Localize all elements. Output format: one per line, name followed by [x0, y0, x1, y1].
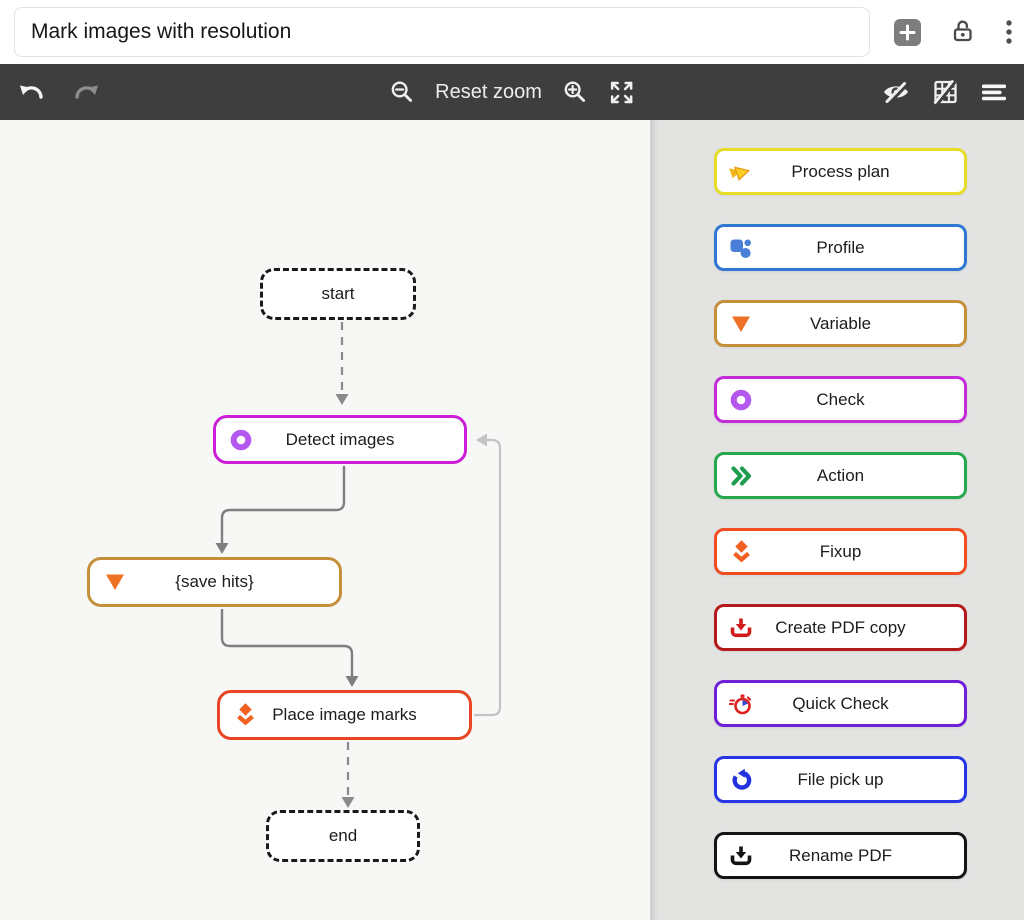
- palette-item-label: Fixup: [819, 541, 862, 561]
- check-icon: [730, 389, 752, 410]
- stopwatch-icon: [729, 694, 752, 714]
- palette-item-label: Quick Check: [792, 693, 889, 713]
- palette-item-quick-check[interactable]: Quick Check: [714, 680, 967, 727]
- add-button[interactable]: [894, 18, 921, 46]
- node-label: end: [328, 826, 358, 845]
- hide-grid-icon[interactable]: [931, 78, 960, 106]
- fit-view-icon[interactable]: [608, 79, 635, 106]
- zoom-controls: Reset zoom: [389, 64, 635, 120]
- undo-icon[interactable]: [16, 78, 46, 106]
- action-icon: [731, 465, 752, 486]
- palette-item-variable[interactable]: Variable: [714, 300, 967, 347]
- node-end[interactable]: end: [266, 810, 420, 862]
- header-bar: [0, 0, 1024, 64]
- node-start[interactable]: start: [260, 268, 416, 320]
- workflow-title-input[interactable]: [14, 7, 870, 57]
- view-options-group: [881, 64, 1008, 120]
- palette-item-create-pdf-copy[interactable]: Create PDF copy: [714, 604, 967, 651]
- node-label: {save hits}: [175, 572, 254, 591]
- palette-item-check[interactable]: Check: [714, 376, 967, 423]
- history-group: [16, 64, 102, 120]
- kebab-menu-icon[interactable]: [1005, 18, 1013, 46]
- node-save-hits[interactable]: {save hits}: [87, 557, 342, 607]
- lock-icon[interactable]: [949, 18, 977, 46]
- node-label: start: [321, 284, 355, 303]
- node-place-image-marks[interactable]: Place image marks: [217, 690, 472, 740]
- hide-preview-icon[interactable]: [881, 78, 911, 106]
- file-pickup-icon: [732, 768, 752, 790]
- canvas-toolbar: Reset zoom: [0, 64, 1024, 120]
- save-icon: [730, 846, 752, 865]
- save-icon: [730, 618, 752, 637]
- edge-layer: [215, 322, 502, 808]
- variable-icon: [732, 316, 750, 332]
- fixup-icon: [733, 539, 750, 562]
- process-plan-icon: [729, 166, 751, 181]
- header-icon-group: [894, 18, 1013, 46]
- zoom-in-icon[interactable]: [562, 79, 588, 105]
- palette-item-label: Check: [816, 389, 865, 409]
- palette-item-label: File pick up: [797, 769, 884, 789]
- menu-icon[interactable]: [980, 78, 1008, 106]
- variable-icon: [106, 574, 124, 590]
- palette-item-file-pick-up[interactable]: File pick up: [714, 756, 967, 803]
- palette-item-label: Profile: [816, 237, 865, 257]
- redo-icon[interactable]: [72, 78, 102, 106]
- component-palette: Process plan Profile Variable Check Acti…: [650, 120, 1024, 920]
- palette-item-label: Create PDF copy: [775, 617, 906, 637]
- plus-icon: [899, 24, 916, 40]
- workflow-canvas[interactable]: start Detect images {save hits} Place im…: [0, 120, 650, 920]
- edge-place-detect-loop: [474, 438, 502, 717]
- palette-item-fixup[interactable]: Fixup: [714, 528, 967, 575]
- fixup-icon: [237, 703, 254, 726]
- palette-item-action[interactable]: Action: [714, 452, 967, 499]
- node-detect-images[interactable]: Detect images: [213, 415, 467, 464]
- palette-item-label: Process plan: [791, 161, 890, 181]
- palette-item-label: Action: [816, 465, 865, 485]
- node-label: Place image marks: [272, 705, 417, 724]
- palette-item-profile[interactable]: Profile: [714, 224, 967, 271]
- edge-detect-savehits: [220, 466, 346, 544]
- zoom-out-icon[interactable]: [389, 79, 415, 105]
- edge-savehits-place: [220, 609, 354, 677]
- palette-item-label: Variable: [809, 313, 872, 333]
- check-icon: [230, 429, 252, 450]
- palette-item-label: Rename PDF: [789, 845, 892, 865]
- node-label: Detect images: [285, 429, 395, 449]
- palette-item-rename-pdf[interactable]: Rename PDF: [714, 832, 967, 879]
- profile-icon: [730, 239, 751, 258]
- reset-zoom-button[interactable]: Reset zoom: [435, 80, 542, 103]
- palette-item-process-plan[interactable]: Process plan: [714, 148, 967, 195]
